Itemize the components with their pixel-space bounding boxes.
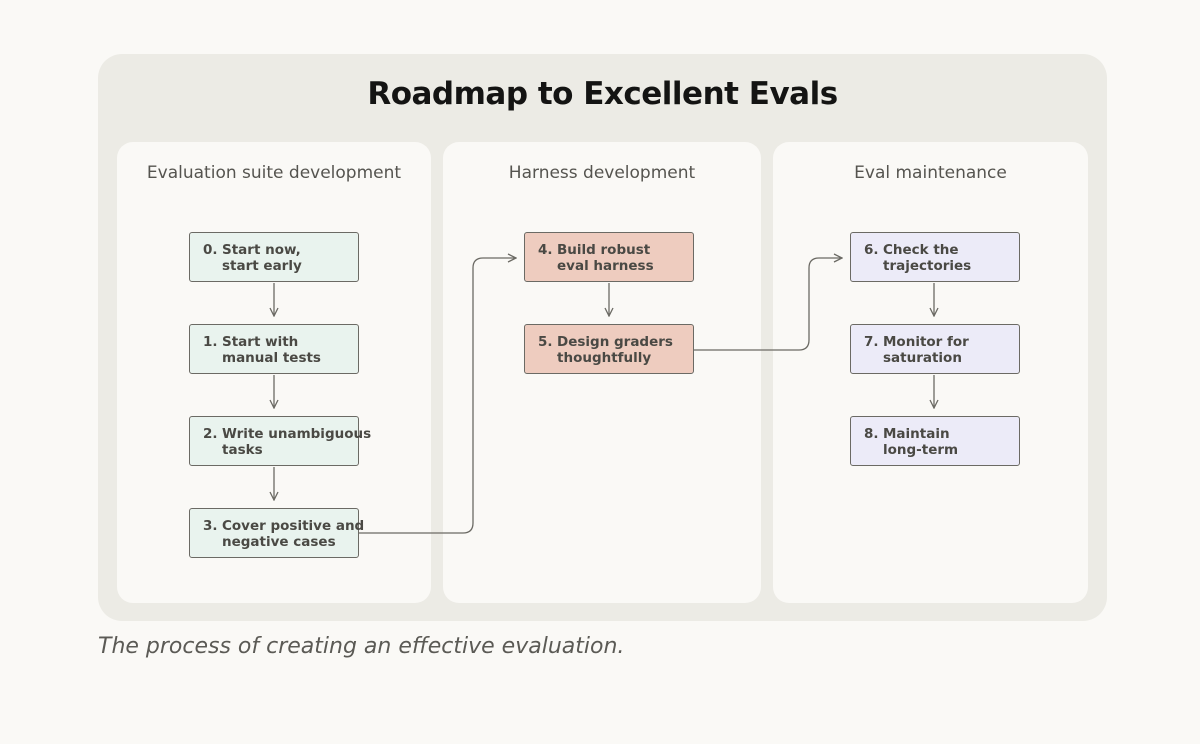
step-7-box: 7. Monitor for saturation: [850, 324, 1020, 374]
step-label: Cover positive and negative cases: [222, 518, 365, 550]
column-heading-harness: Harness development: [508, 163, 696, 183]
step-1-box: 1. Start with manual tests: [189, 324, 359, 374]
step-label: Monitor for saturation: [883, 334, 969, 366]
step-number: 1.: [203, 334, 218, 350]
step-label: Maintain long-term: [883, 426, 959, 458]
step-number: 3.: [203, 518, 218, 534]
arrow-5-to-6: [694, 258, 842, 351]
arrow-3-to-4: [359, 258, 516, 534]
step-label: Write unambiguous tasks: [222, 426, 372, 458]
step-number: 4.: [538, 242, 553, 258]
step-5-box: 5. Design graders thoughtfully: [524, 324, 694, 374]
step-6-box: 6. Check the trajectories: [850, 232, 1020, 282]
step-label: Design graders thoughtfully: [557, 334, 673, 366]
step-label: Start now, start early: [222, 242, 302, 274]
step-2-box: 2. Write unambiguous tasks: [189, 416, 371, 466]
step-3-box: 3. Cover positive and negative cases: [189, 508, 364, 558]
step-number: 2.: [203, 426, 218, 442]
step-number: 8.: [864, 426, 879, 442]
step-4-box: 4. Build robust eval harness: [524, 232, 694, 282]
step-number: 0.: [203, 242, 218, 258]
diagram-title: Roadmap to Excellent Evals: [367, 76, 838, 112]
column-heading-evaluation-suite: Evaluation suite development: [146, 163, 402, 183]
step-number: 6.: [864, 242, 879, 258]
step-label: Check the trajectories: [883, 242, 972, 274]
step-label: Build robust eval harness: [557, 242, 654, 274]
figure-caption: The process of creating an effective eva…: [98, 634, 625, 659]
column-heading-maintenance: Eval maintenance: [854, 163, 1007, 183]
step-number: 7.: [864, 334, 879, 350]
step-label: Start with manual tests: [222, 334, 321, 366]
step-0-box: 0. Start now, start early: [189, 232, 359, 282]
step-8-box: 8. Maintain long-term: [850, 416, 1020, 466]
step-number: 5.: [538, 334, 553, 350]
